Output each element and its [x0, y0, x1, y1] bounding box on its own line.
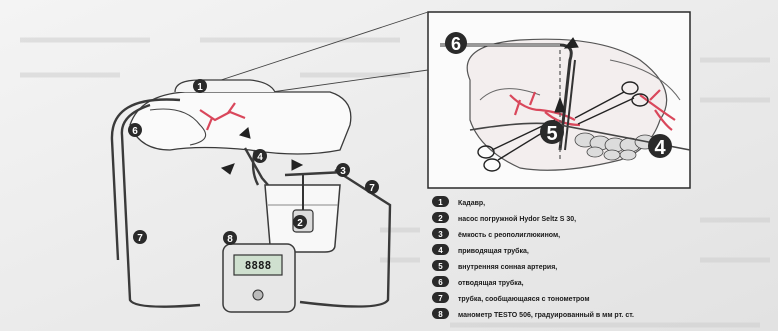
label-4: 4: [253, 149, 267, 163]
legend-item-2-text: насос погружной Hydor Seltz S 30,: [458, 215, 576, 223]
legend-item-7-num: 7: [438, 294, 443, 303]
manometer-display-text: 8888: [245, 259, 272, 272]
inset-label-4-text: 4: [654, 137, 666, 159]
cadaver-head: [175, 80, 275, 92]
label-3-text: 3: [340, 166, 346, 177]
legend-item-8-num: 8: [438, 310, 443, 319]
legend-item-7-text: трубка, сообщающаяся с тонометром: [458, 295, 590, 303]
inset-label-6-text: 6: [451, 34, 461, 54]
label-7-right: 7: [365, 180, 379, 194]
legend-item-3-text: ёмкость с реополиглюкином,: [458, 232, 560, 239]
inset-label-6: 6: [445, 32, 467, 54]
legend-item-6-num: 6: [438, 278, 443, 287]
manometer-body: [223, 244, 295, 312]
label-6: 6: [128, 123, 142, 137]
label-7-right-text: 7: [369, 183, 375, 194]
legend-item-5-text: внутренняя сонная артерия,: [458, 264, 557, 271]
label-2-text: 2: [297, 218, 303, 229]
label-2: 2: [293, 215, 307, 229]
legend-item-4-text: приводящая трубка,: [458, 247, 529, 255]
cadaver-body: [130, 92, 351, 154]
legend-item-3-num: 3: [438, 230, 443, 239]
label-6-text: 6: [132, 126, 138, 137]
label-7-left: 7: [133, 230, 147, 244]
legend-item-2-num: 2: [438, 214, 443, 223]
inset-panel: 6 5 4: [428, 12, 690, 188]
label-8: 8: [223, 231, 237, 245]
legend-item-1-text: Кадавр,: [458, 200, 485, 207]
manometer: 8888: [223, 244, 295, 312]
label-1: 1: [193, 79, 207, 93]
legend-item-6-text: отводящая трубка,: [458, 279, 524, 287]
legend-item-1-num: 1: [438, 198, 443, 207]
legend-item-8-text: манометр TESTO 506, градуированный в мм …: [458, 311, 634, 319]
label-3: 3: [336, 163, 350, 177]
manometer-button: [253, 290, 263, 300]
label-8-text: 8: [227, 234, 233, 245]
label-7-left-text: 7: [137, 233, 143, 244]
legend-item-4-num: 4: [438, 246, 443, 255]
label-1-text: 1: [197, 82, 203, 93]
legend-item-5-num: 5: [438, 262, 443, 271]
label-4-text: 4: [257, 152, 263, 163]
inset-label-5-text: 5: [546, 123, 557, 145]
